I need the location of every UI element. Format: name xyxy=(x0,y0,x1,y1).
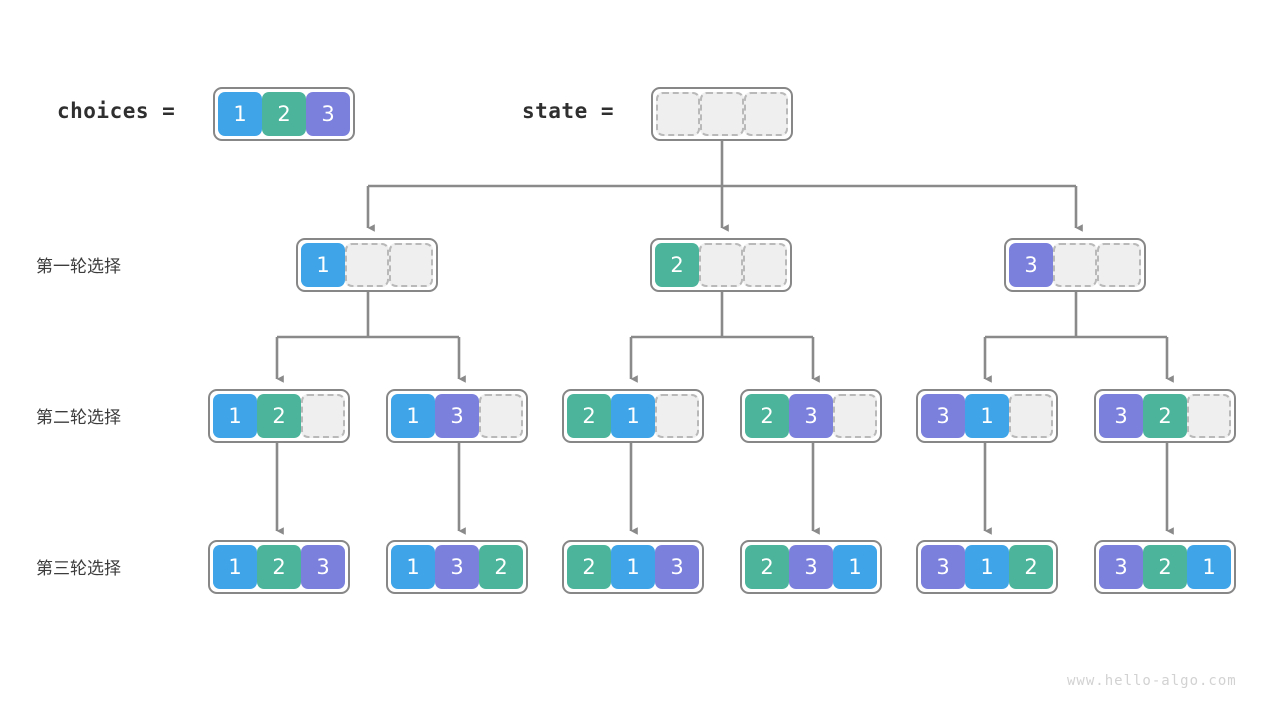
array-cell-filled: 3 xyxy=(921,394,965,438)
row-label-round3: 第三轮选择 xyxy=(36,559,121,579)
array-cell-filled: 2 xyxy=(655,243,699,287)
row-label-round2: 第二轮选择 xyxy=(36,408,121,428)
array-cell-filled: 3 xyxy=(301,545,345,589)
array-cell-filled: 1 xyxy=(965,394,1009,438)
array-cell-filled: 1 xyxy=(218,92,262,136)
array-cell-empty xyxy=(743,243,787,287)
array-cell-filled: 1 xyxy=(301,243,345,287)
array-cell-filled: 3 xyxy=(789,545,833,589)
array-cell-filled: 3 xyxy=(1009,243,1053,287)
array-cell-empty xyxy=(1097,243,1141,287)
array-cell-filled: 1 xyxy=(391,545,435,589)
array-cell-empty xyxy=(301,394,345,438)
array-cell-empty xyxy=(345,243,389,287)
array-cell-filled: 2 xyxy=(567,545,611,589)
array-cell-filled: 3 xyxy=(306,92,350,136)
array-cell-filled: 3 xyxy=(435,545,479,589)
array-cell-filled: 2 xyxy=(745,394,789,438)
array-cell-empty xyxy=(1053,243,1097,287)
array-cell-filled: 3 xyxy=(435,394,479,438)
array-cell-empty xyxy=(699,243,743,287)
array-cell-empty xyxy=(656,92,700,136)
array-cell-filled: 2 xyxy=(257,394,301,438)
array-cell-filled: 2 xyxy=(1143,394,1187,438)
array-cell-filled: 3 xyxy=(655,545,699,589)
array-cell-empty xyxy=(655,394,699,438)
array-cell-filled: 2 xyxy=(745,545,789,589)
node-round1-3: 3 xyxy=(1004,238,1146,292)
array-cell-empty xyxy=(479,394,523,438)
array-cell-empty xyxy=(744,92,788,136)
array-cell-filled: 3 xyxy=(921,545,965,589)
array-cell-filled: 1 xyxy=(391,394,435,438)
node-round1-2: 2 xyxy=(650,238,792,292)
array-cell-filled: 1 xyxy=(611,545,655,589)
array-cell-filled: 1 xyxy=(833,545,877,589)
choices-label: choices = xyxy=(57,99,176,123)
array-cell-filled: 1 xyxy=(213,545,257,589)
array-cell-empty xyxy=(389,243,433,287)
array-cell-filled: 1 xyxy=(965,545,1009,589)
watermark: www.hello-algo.com xyxy=(1067,673,1237,689)
array-cell-filled: 2 xyxy=(1009,545,1053,589)
array-cell-filled: 2 xyxy=(567,394,611,438)
array-cell-filled: 2 xyxy=(262,92,306,136)
array-cell-filled: 1 xyxy=(213,394,257,438)
array-cell-empty xyxy=(833,394,877,438)
array-cell-filled: 1 xyxy=(1187,545,1231,589)
array-cell-filled: 3 xyxy=(789,394,833,438)
array-cell-empty xyxy=(1187,394,1231,438)
array-cell-filled: 2 xyxy=(257,545,301,589)
node-round1-1: 1 xyxy=(296,238,438,292)
array-cell-filled: 2 xyxy=(1143,545,1187,589)
state-array xyxy=(651,87,793,141)
array-cell-filled: 3 xyxy=(1099,394,1143,438)
array-cell-filled: 1 xyxy=(611,394,655,438)
array-cell-filled: 2 xyxy=(479,545,523,589)
array-cell-empty xyxy=(700,92,744,136)
array-cell-filled: 3 xyxy=(1099,545,1143,589)
array-cell-empty xyxy=(1009,394,1053,438)
row-label-round1: 第一轮选择 xyxy=(36,257,121,277)
state-label: state = xyxy=(522,99,615,123)
